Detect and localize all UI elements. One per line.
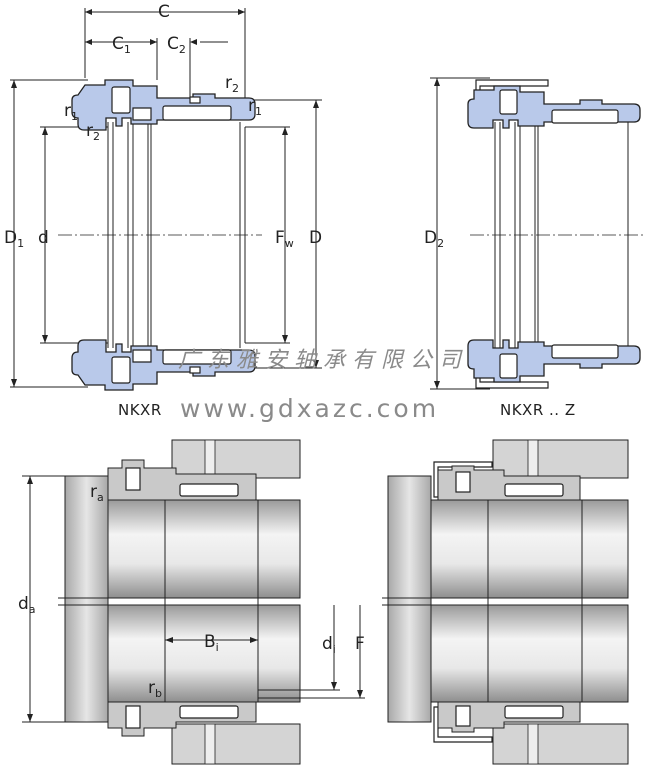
label-bi: Bi bbox=[204, 632, 219, 654]
label-c2: C2 bbox=[167, 34, 186, 56]
label-fw: Fw bbox=[275, 228, 294, 250]
label-r1-left: r1 bbox=[64, 101, 78, 123]
label-d: d bbox=[38, 228, 49, 248]
mounting-right-section bbox=[382, 439, 629, 765]
label-f: F bbox=[355, 634, 365, 654]
caption-nkxr-z: NKXR .. Z bbox=[500, 401, 576, 419]
label-rb: rb bbox=[148, 678, 162, 700]
caption-nkxr: NKXR bbox=[118, 401, 162, 419]
label-r2-left: r2 bbox=[86, 121, 100, 143]
nkxr-z-section: D2 NKXR .. Z bbox=[424, 77, 643, 419]
nkxr-section: C C1 C2 D1 d Fw D bbox=[4, 2, 322, 419]
watermark-company: 广东雅安轴承有限公司 bbox=[178, 348, 468, 373]
watermark-website: www.gdxazc.com bbox=[180, 394, 439, 423]
watermark: 广东雅安轴承有限公司 www.gdxazc.com bbox=[178, 348, 468, 423]
label-d1: D1 bbox=[4, 228, 24, 250]
label-c: C bbox=[158, 2, 170, 22]
label-r2-top: r2 bbox=[225, 73, 239, 95]
label-di: di bbox=[322, 634, 336, 656]
label-c1: C1 bbox=[112, 34, 131, 56]
label-da: da bbox=[18, 594, 36, 616]
mounting-left-section: da Bi di F ra rb bbox=[18, 439, 365, 765]
label-ra: ra bbox=[90, 482, 104, 504]
label-D: D bbox=[309, 228, 322, 248]
label-r1-right: r1 bbox=[248, 96, 262, 118]
label-d2: D2 bbox=[424, 228, 444, 250]
